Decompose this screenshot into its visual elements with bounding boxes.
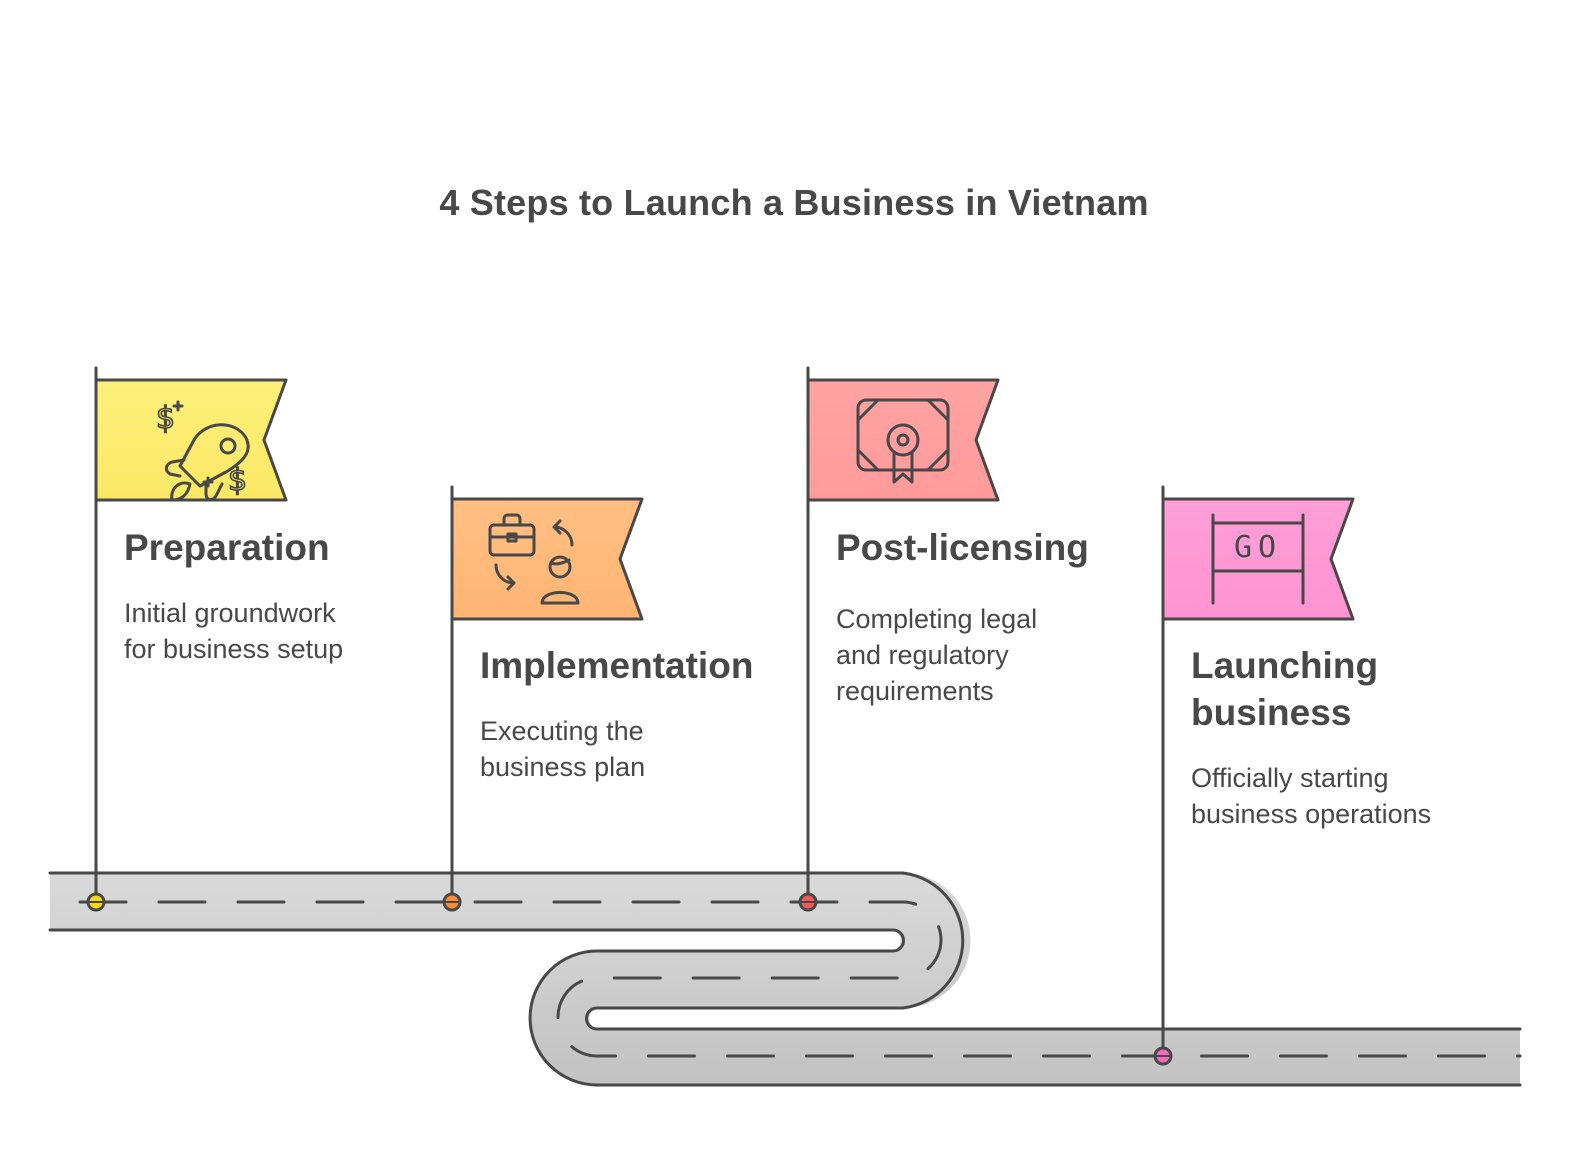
step-4-description-line: business operations bbox=[1191, 799, 1432, 829]
step-2-description-line: business plan bbox=[480, 752, 646, 782]
step-2-title: Implementation bbox=[480, 645, 754, 686]
step-3-flag-group bbox=[798, 366, 1000, 912]
rocket-money-icon: $$ bbox=[155, 400, 250, 502]
step-2-flag bbox=[450, 497, 644, 621]
step-1-flag bbox=[94, 378, 288, 502]
step-3-description-line: Completing legal bbox=[836, 604, 1038, 634]
go-sign-text: GO bbox=[1234, 530, 1282, 565]
step-3-description-line: requirements bbox=[836, 676, 994, 706]
step-1-flag-group: $$ bbox=[86, 366, 288, 912]
step-3-title: Post-licensing bbox=[836, 527, 1089, 568]
step-2-description: Executing the business plan bbox=[480, 713, 645, 785]
step-4-description-line: Officially starting bbox=[1191, 763, 1389, 793]
step-4-flag-group: GO bbox=[1153, 485, 1355, 1066]
step-1-description-line: for business setup bbox=[124, 634, 344, 664]
step-4-title: Launching business bbox=[1191, 642, 1378, 736]
road-edges bbox=[48, 871, 1522, 1087]
step-4-title-line: business bbox=[1191, 692, 1352, 733]
svg-text:$: $ bbox=[228, 463, 247, 498]
certificate-icon bbox=[856, 398, 950, 484]
step-1-description-line: Initial groundwork bbox=[124, 598, 336, 628]
step-2-description-line: Executing the bbox=[480, 716, 644, 746]
step-4-title-line: Launching bbox=[1191, 645, 1379, 686]
road-edge-outer-bottom bbox=[48, 928, 1522, 1087]
step-2-flag-group bbox=[442, 485, 644, 912]
step-3-description: Completing legal and regulatory requirem… bbox=[836, 601, 1037, 709]
briefcase-exchange-person-icon bbox=[488, 513, 580, 605]
svg-text:$: $ bbox=[156, 401, 175, 436]
step-3-flag bbox=[806, 378, 1000, 502]
step-3-description-line: and regulatory bbox=[836, 640, 1009, 670]
go-sign-icon: GO bbox=[1211, 513, 1305, 605]
road-edge-outer-top bbox=[48, 871, 1522, 1031]
diagram-title: 4 Steps to Launch a Business in Vietnam bbox=[439, 182, 1149, 223]
step-1-title: Preparation bbox=[124, 527, 330, 568]
step-1-description: Initial groundwork for business setup bbox=[124, 595, 343, 667]
step-4-description: Officially starting business operations bbox=[1191, 760, 1431, 832]
